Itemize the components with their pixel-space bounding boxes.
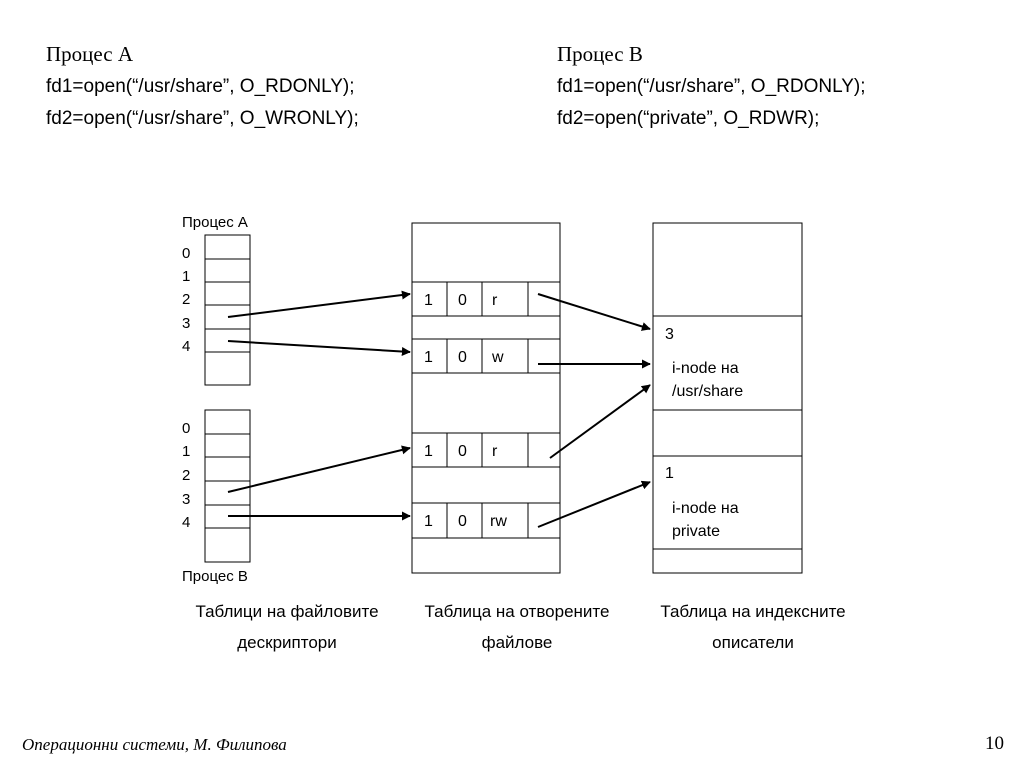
arrow-b-fd3 <box>227 445 411 493</box>
process-b-label: Процес B <box>182 568 248 585</box>
arrows-fd-to-file <box>227 290 411 521</box>
entry-mode: w <box>491 349 504 366</box>
process-a-label: Процес A <box>182 214 248 231</box>
open-file-table-caption: Таблица на отворените файлове <box>402 596 632 658</box>
inode-label-line: /usr/share <box>672 383 743 400</box>
entry-offset: 0 <box>458 292 467 309</box>
entry-refcount: 1 <box>424 443 433 460</box>
caption-line: Таблици на файловите <box>195 602 379 621</box>
arrows-file-to-inode <box>537 293 651 528</box>
process-a-fd-index: 1 <box>182 268 190 285</box>
inode-label-line: i-node на <box>672 500 739 517</box>
inode-table-caption: Таблица на индексните описатели <box>638 596 868 658</box>
caption-line: Таблица на индексните <box>660 602 846 621</box>
open-file-entry: 1 0 w <box>424 349 504 366</box>
process-a-fd-index: 2 <box>182 291 190 308</box>
caption-line: файлове <box>481 633 553 652</box>
open-file-entry: 1 0 r <box>424 292 498 309</box>
inode-count: 1 <box>665 465 674 482</box>
entry-offset: 0 <box>458 443 467 460</box>
process-a-code-line-2: fd2=open(“/usr/share”, O_WRONLY); <box>46 108 359 129</box>
inode-table <box>652 222 803 574</box>
inode-label-line: i-node на <box>672 360 739 377</box>
page-number: 10 <box>985 733 1004 754</box>
process-b-fd-index: 3 <box>182 491 190 508</box>
caption-line: Таблица на отворените <box>424 602 610 621</box>
arrow-a-fd4 <box>227 340 411 357</box>
arrow-entry1-to-inode <box>537 293 651 331</box>
process-b-fd-table <box>204 409 251 563</box>
caption-line: описатели <box>712 633 794 652</box>
process-a-fd-index: 0 <box>182 245 190 262</box>
arrow-entry3-to-inode <box>549 384 651 459</box>
fd-table-caption: Таблици на файловите дескриптори <box>172 596 402 658</box>
entry-refcount: 1 <box>424 513 433 530</box>
arrow-a-fd3 <box>227 290 411 318</box>
open-file-table <box>411 222 561 574</box>
arrow-entry4-to-inode <box>537 480 651 528</box>
process-b-title: Процес B <box>557 42 643 66</box>
open-file-entry: 1 0 rw <box>424 513 507 530</box>
entry-mode: r <box>492 292 498 309</box>
entry-mode: rw <box>490 513 507 530</box>
caption-line: дескриптори <box>237 633 337 652</box>
process-a-fd-index: 4 <box>182 338 190 355</box>
process-b-fd-index: 2 <box>182 467 190 484</box>
entry-offset: 0 <box>458 349 467 366</box>
process-b-fd-index: 4 <box>182 514 190 531</box>
open-file-entry: 1 0 r <box>424 443 498 460</box>
inode-count: 3 <box>665 326 674 343</box>
footer-author: Операционни системи, М. Филипова <box>22 735 287 754</box>
entry-offset: 0 <box>458 513 467 530</box>
inode-label-line: private <box>672 523 720 540</box>
process-a-fd-table <box>204 234 251 386</box>
process-b-fd-index: 0 <box>182 420 190 437</box>
process-a-title: Процес A <box>46 42 133 66</box>
entry-refcount: 1 <box>424 349 433 366</box>
process-a-code-line-1: fd1=open(“/usr/share”, O_RDONLY); <box>46 76 355 97</box>
process-a-fd-index: 3 <box>182 315 190 332</box>
inode-entry-usr-share: 3 i-node на /usr/share <box>665 326 743 400</box>
inode-entry-private: 1 i-node на private <box>665 465 739 540</box>
process-b-fd-index: 1 <box>182 443 190 460</box>
process-b-code-line-2: fd2=open(“private”, O_RDWR); <box>557 108 820 129</box>
entry-refcount: 1 <box>424 292 433 309</box>
process-b-code-line-1: fd1=open(“/usr/share”, O_RDONLY); <box>557 76 866 97</box>
entry-mode: r <box>492 443 498 460</box>
